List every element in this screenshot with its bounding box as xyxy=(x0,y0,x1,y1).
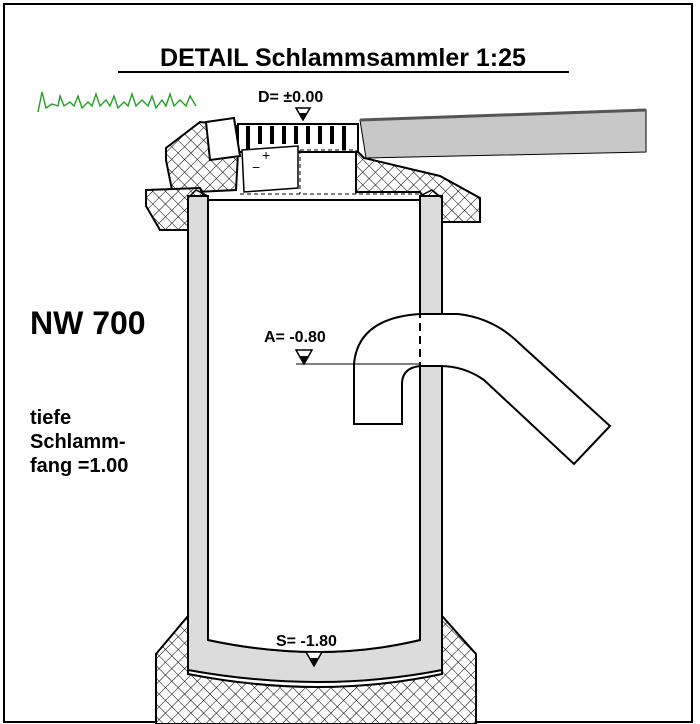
depth-note-line3: fang =1.00 xyxy=(30,455,128,477)
level-sole-label: S= -1.80 xyxy=(276,633,337,650)
depth-note-line1: tiefe xyxy=(30,407,71,429)
nominal-width-label: NW 700 xyxy=(30,305,146,341)
plus-sign: + xyxy=(262,147,270,163)
level-sole-marker-fill xyxy=(310,658,318,666)
shaft-inner xyxy=(207,199,421,653)
shaft-seat-left xyxy=(187,189,209,199)
sludge-bucket-dashed xyxy=(240,149,420,195)
grate-insert-tilted xyxy=(204,116,242,162)
outlet-pipe xyxy=(353,313,612,466)
grass-sketch xyxy=(37,91,197,113)
level-top-marker xyxy=(294,107,312,122)
drawing-title: DETAIL Schlammsammler 1:25 xyxy=(160,44,526,72)
foundation xyxy=(155,613,477,724)
level-top-label: D= ±0.00 xyxy=(258,89,323,106)
depth-note-line2: Schlamm- xyxy=(30,431,126,453)
cover-ring-right xyxy=(355,147,481,223)
level-outlet-label: A= -0.80 xyxy=(264,329,326,346)
grate-bars xyxy=(246,126,346,150)
level-outlet-marker-fill xyxy=(300,356,308,364)
shaft-seat-right xyxy=(419,189,443,199)
level-top-marker-fill xyxy=(299,113,307,120)
paving-top-edge xyxy=(359,108,647,122)
bucket-lip xyxy=(241,145,299,193)
minus-sign: − xyxy=(252,159,260,175)
